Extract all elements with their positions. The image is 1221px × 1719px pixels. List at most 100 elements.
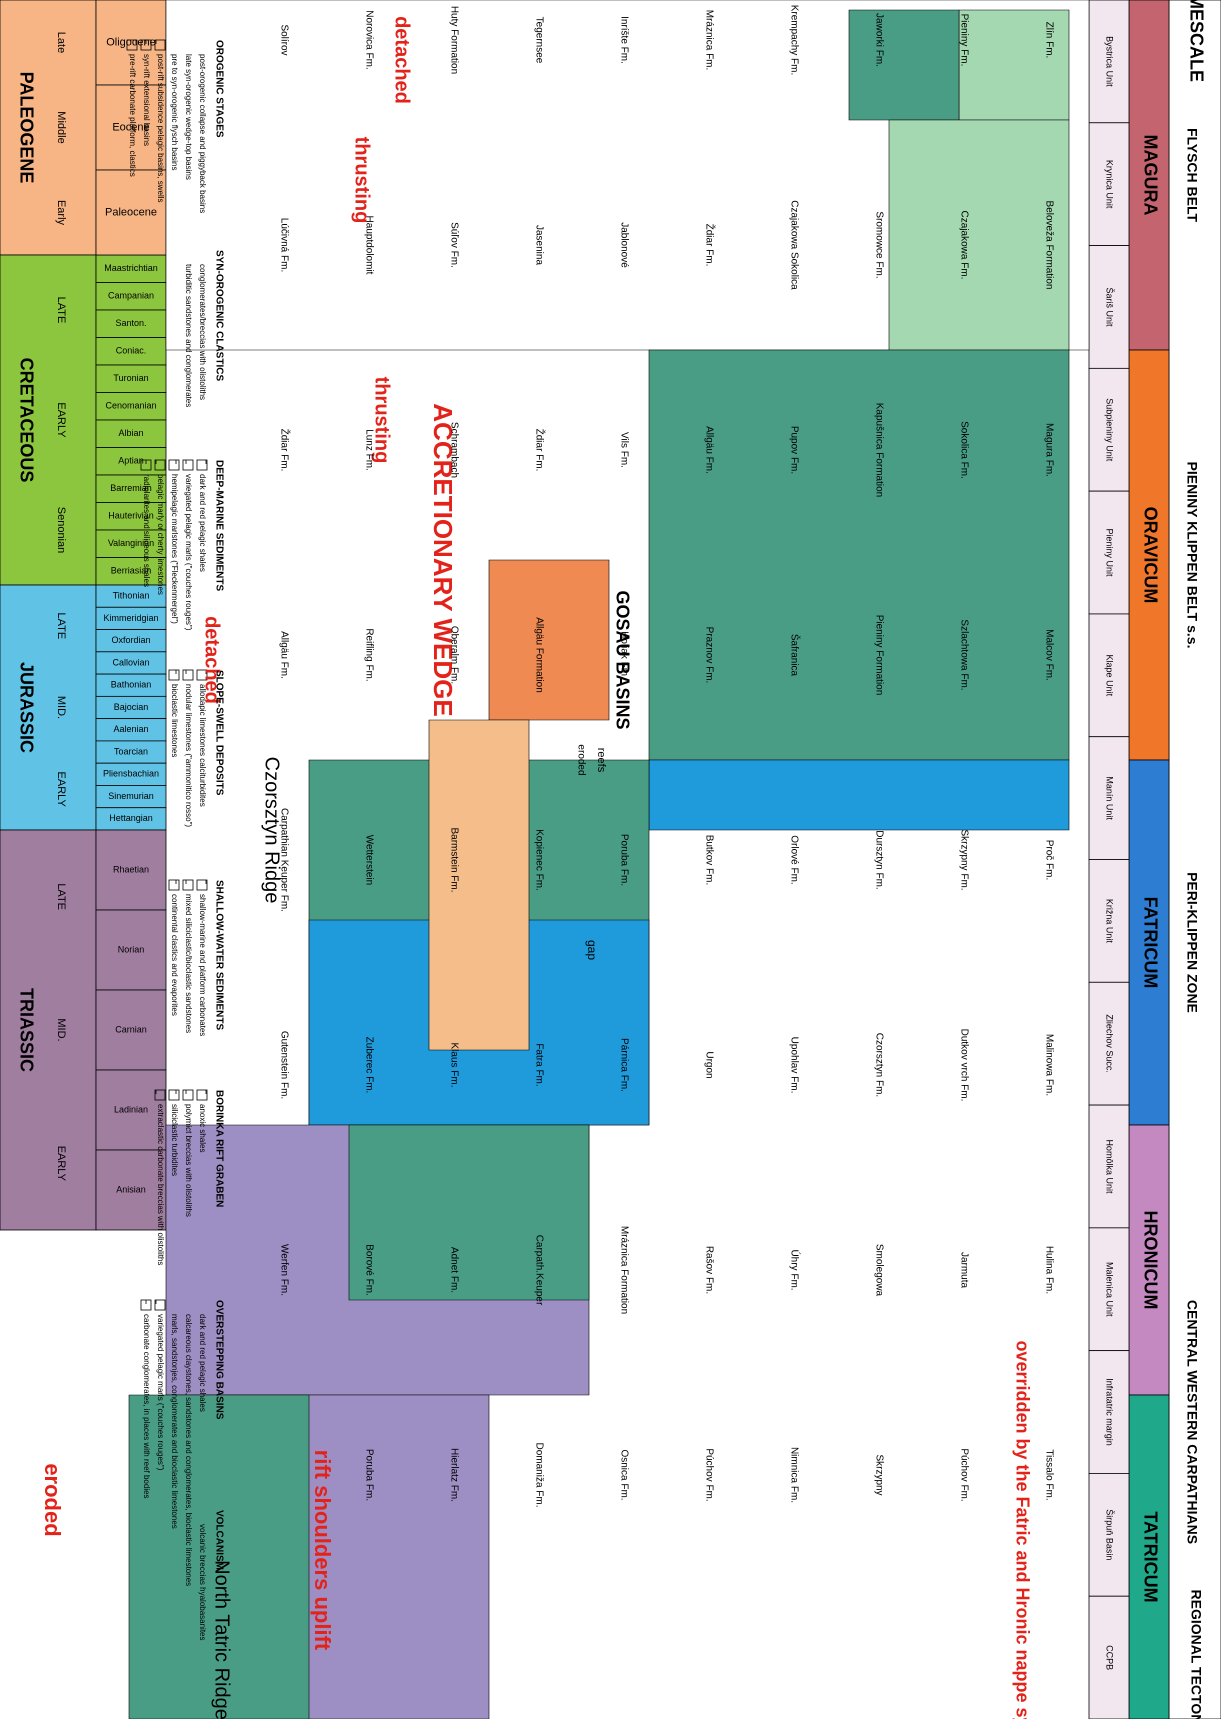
tectonic-group-name: MAGURA <box>1140 135 1160 216</box>
formation-name: Carpathian Keuper Fm. <box>278 808 289 912</box>
stage-name: Pliensbachian <box>103 769 159 779</box>
formation-name: Hierlatz Fm. <box>448 1448 459 1502</box>
reefs-label: reefs <box>595 748 607 773</box>
legend-item: extraclastic carbonate breccias with oli… <box>156 1104 165 1265</box>
unit-name: Krynica Unit <box>1105 160 1115 209</box>
formation-name: Skrzypny Fm. <box>958 829 969 890</box>
formation-name: Butkov Fm. <box>703 835 714 886</box>
formation-name: Ždiar Fm. <box>278 429 291 472</box>
legend-swatch <box>168 669 180 681</box>
formation-name: Vils Fm. <box>618 432 629 468</box>
period-sub: MID. <box>55 1018 67 1041</box>
period-sub: Late <box>55 32 67 53</box>
unit-name: Subpieniny Unit <box>1105 398 1115 462</box>
period-sub: Middle <box>55 111 67 143</box>
legend-swatch <box>196 879 208 891</box>
legend-swatch <box>140 39 152 51</box>
stage-name: Hettangian <box>109 813 153 823</box>
formation-name: Ždiar Fm. <box>533 429 546 472</box>
stage-name: Ladinian <box>114 1104 148 1114</box>
formation-name: Urgon <box>703 1051 714 1078</box>
formation-name: Kopienec Fm. <box>533 829 544 891</box>
formation-name: Oberalm Fm. <box>448 626 459 684</box>
formation-name: Nimnica Fm. <box>788 1447 799 1503</box>
legend-item: carbonate conglomerates, in places with … <box>142 1314 151 1499</box>
regional-zone-name: CENTRAL WESTERN CARPATHIANS <box>1184 1300 1200 1544</box>
formation-name: Magura Fm. <box>1043 423 1054 477</box>
formation-name: Pupov Fm. <box>788 426 799 474</box>
formation-name: Jablonové <box>618 222 629 268</box>
formation-name: Proč Fm. <box>1043 840 1054 881</box>
thrusting-label-2: thrusting <box>351 137 373 224</box>
formation-name: Úhry Fm. <box>788 1249 801 1290</box>
legend-swatch <box>140 459 152 471</box>
formation-name: Jasenina <box>533 225 544 265</box>
formation-name: Hulina Fm. <box>1043 1246 1054 1294</box>
formation-name: Allgäu Formation <box>533 617 544 693</box>
formation-name: Czajakowa Fm. <box>958 211 969 280</box>
stage-name: Norian <box>118 944 145 954</box>
legend-item: dark and red pelagic shales <box>198 474 207 572</box>
period-name: TRIASSIC <box>16 988 36 1072</box>
legend-item: allodapic limestones calciturbidites <box>198 684 207 807</box>
tectonic-group-name: HRONICUM <box>1140 1211 1160 1310</box>
stage-name: Berriasian <box>111 566 152 576</box>
period-sub: EARLY <box>55 772 67 808</box>
period-sub: MID. <box>55 696 67 719</box>
formation-name: Smolegowa <box>873 1244 884 1297</box>
formation-name: Adnet Fm. <box>448 1247 459 1293</box>
legend-swatch <box>168 879 180 891</box>
unit-name: Zliechov Succ. <box>1105 1014 1115 1073</box>
overridden-label: overridden by the Fatric and Hronic napp… <box>1012 1340 1032 1719</box>
legend-swatch <box>196 1089 208 1101</box>
formation-name: Dursztyn Fm. <box>873 830 884 889</box>
legend-item: pre-rift carbonate platform, clastics <box>128 54 137 177</box>
period-name: PALEOGENE <box>16 72 36 184</box>
stage-name: Albian <box>118 428 143 438</box>
oravicum-wedge <box>648 349 1070 761</box>
period-band <box>0 584 97 831</box>
legend-item: post-rift subsidence pelagic basins, swe… <box>156 54 165 203</box>
stage-name: Valanginian <box>108 538 154 548</box>
legend-swatch <box>168 459 180 471</box>
legend-swatch <box>168 1089 180 1101</box>
stage-name: Santon. <box>115 318 146 328</box>
formation-name: Beloveža Formation <box>1043 201 1054 290</box>
formation-name: Czajakowa Sokolica <box>788 200 799 290</box>
formation-name: Lunz Fm. <box>363 429 374 471</box>
legend-title: BORINKA RIFT GRABEN <box>213 1090 224 1207</box>
unit-name: Malenica Unit <box>1105 1262 1115 1317</box>
stage-name: Aptian <box>118 456 144 466</box>
formation-name: Inríšte Fm. <box>618 16 629 64</box>
period-sub: LATE <box>55 297 67 324</box>
formation-name: Orlové Fm. <box>788 835 799 884</box>
legend-item: variegated pelagic marls ("couches rouge… <box>184 474 193 631</box>
formation-name: Malcov Fm. <box>1043 629 1054 681</box>
stage-name: Anisian <box>116 1184 146 1194</box>
formation-name: Wetterstein <box>363 835 374 885</box>
legend-item: conglomerates/breccias with olistoliths <box>198 264 207 400</box>
stage-name: Kimmeridgian <box>103 613 158 623</box>
regional-zone-name: PIENINY KLIPPEN BELT s.s. <box>1184 462 1200 649</box>
formation-name: Poruba Fm. <box>363 1449 374 1501</box>
legend-item: pelagic marly or cherty limestones <box>156 474 165 595</box>
formation-name: Lúčivná Fm. <box>278 218 289 272</box>
unit-name: Manín Unit <box>1105 776 1115 820</box>
legend-title: DEEP-MARINE SEDIMENTS <box>213 460 224 591</box>
legend-title: VOLCANISM <box>213 1510 224 1570</box>
epoch-name: Eocene <box>112 121 149 133</box>
formation-name: Huty Formation <box>448 6 459 74</box>
legend-item: variegated pelagic marls ("couches rouge… <box>156 1314 165 1471</box>
stage-name: Rhaetian <box>113 864 149 874</box>
gosau-upper <box>428 719 530 1051</box>
formation-name: Zlín Fm. <box>1043 22 1054 59</box>
stage-name: Bathonian <box>111 680 152 690</box>
legend-item: hemipelagic marlstones ("Fleckenmergel") <box>170 474 179 624</box>
unit-name: CCPB <box>1105 1645 1115 1670</box>
tatricum-pelagic <box>128 1394 310 1719</box>
legend-item: pre to syn-orogenic flysch basins <box>170 54 179 171</box>
formation-name: Gutenstein Fm. <box>278 1031 289 1099</box>
stage-name: Barremian <box>110 483 152 493</box>
formation-name: Allgäu Fm. <box>703 426 714 474</box>
